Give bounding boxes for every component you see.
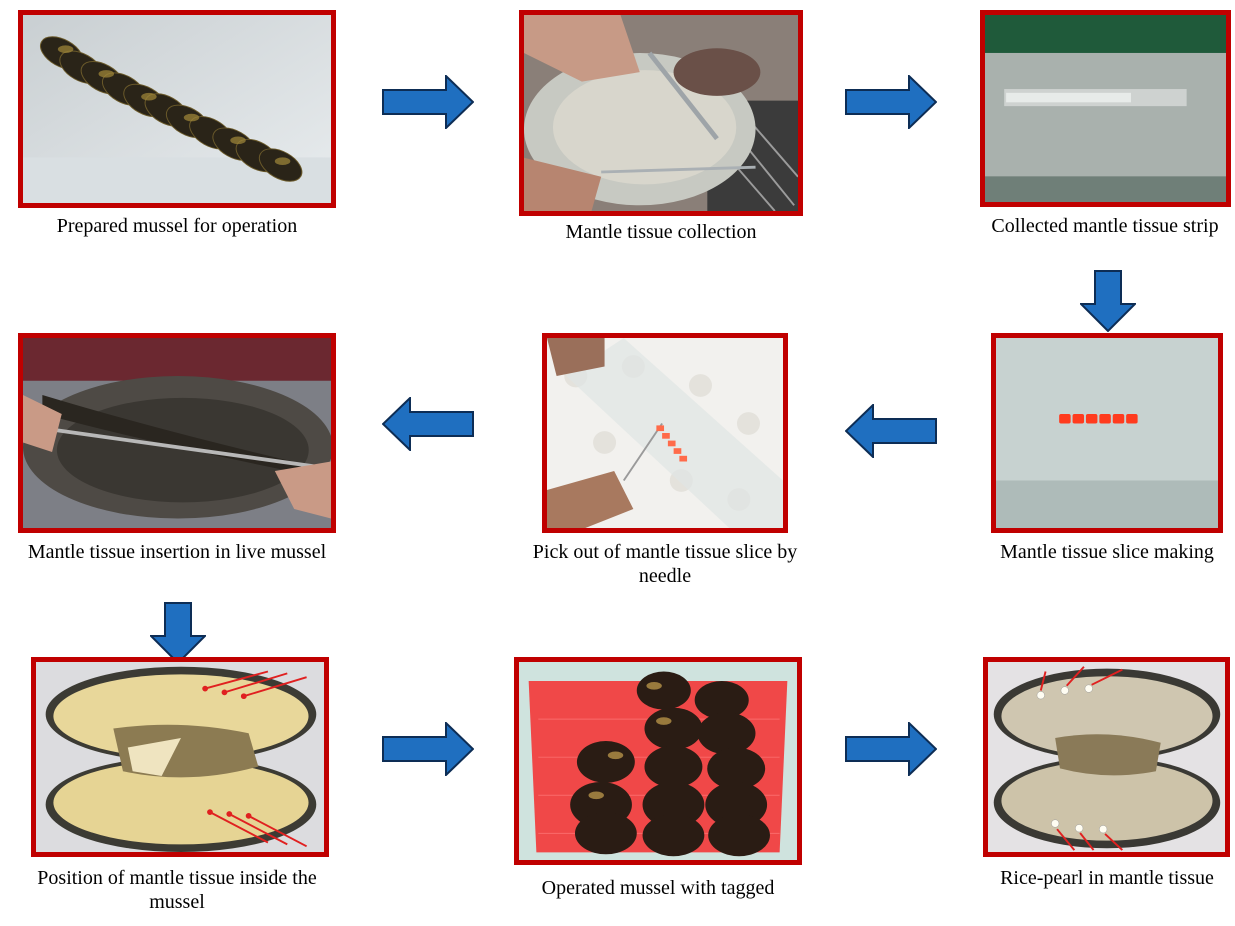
photo-pick-out-slice xyxy=(542,333,788,533)
caption-step-7: Position of mantle tissue inside the mus… xyxy=(8,866,346,914)
arrow-right-icon xyxy=(845,75,937,129)
photo-tissue-position xyxy=(31,657,329,857)
caption-step-8: Operated mussel with tagged xyxy=(488,876,828,900)
photo-mantle-strip xyxy=(980,10,1231,207)
photo-prepared-mussels xyxy=(18,10,336,208)
caption-step-2: Mantle tissue collection xyxy=(491,220,831,244)
caption-step-9: Rice-pearl in mantle tissue xyxy=(984,866,1230,890)
caption-step-1: Prepared mussel for operation xyxy=(8,214,346,238)
photo-rice-pearl xyxy=(983,657,1230,857)
photo-slice-making xyxy=(991,333,1223,533)
caption-step-5: Pick out of mantle tissue slice by needl… xyxy=(510,540,820,588)
caption-step-6: Mantle tissue insertion in live mussel xyxy=(8,540,346,564)
arrow-right-icon xyxy=(845,722,937,776)
arrow-down-icon xyxy=(150,602,206,664)
arrow-right-icon xyxy=(382,722,474,776)
photo-tissue-insertion xyxy=(18,333,336,533)
arrow-right-icon xyxy=(382,75,474,129)
arrow-left-icon xyxy=(382,397,474,451)
caption-step-4: Mantle tissue slice making xyxy=(978,540,1235,564)
arrow-down-icon xyxy=(1080,270,1136,332)
photo-mantle-collection xyxy=(519,10,803,216)
caption-step-3: Collected mantle tissue strip xyxy=(974,214,1235,238)
photo-operated-tagged xyxy=(514,657,802,865)
arrow-left-icon xyxy=(845,404,937,458)
